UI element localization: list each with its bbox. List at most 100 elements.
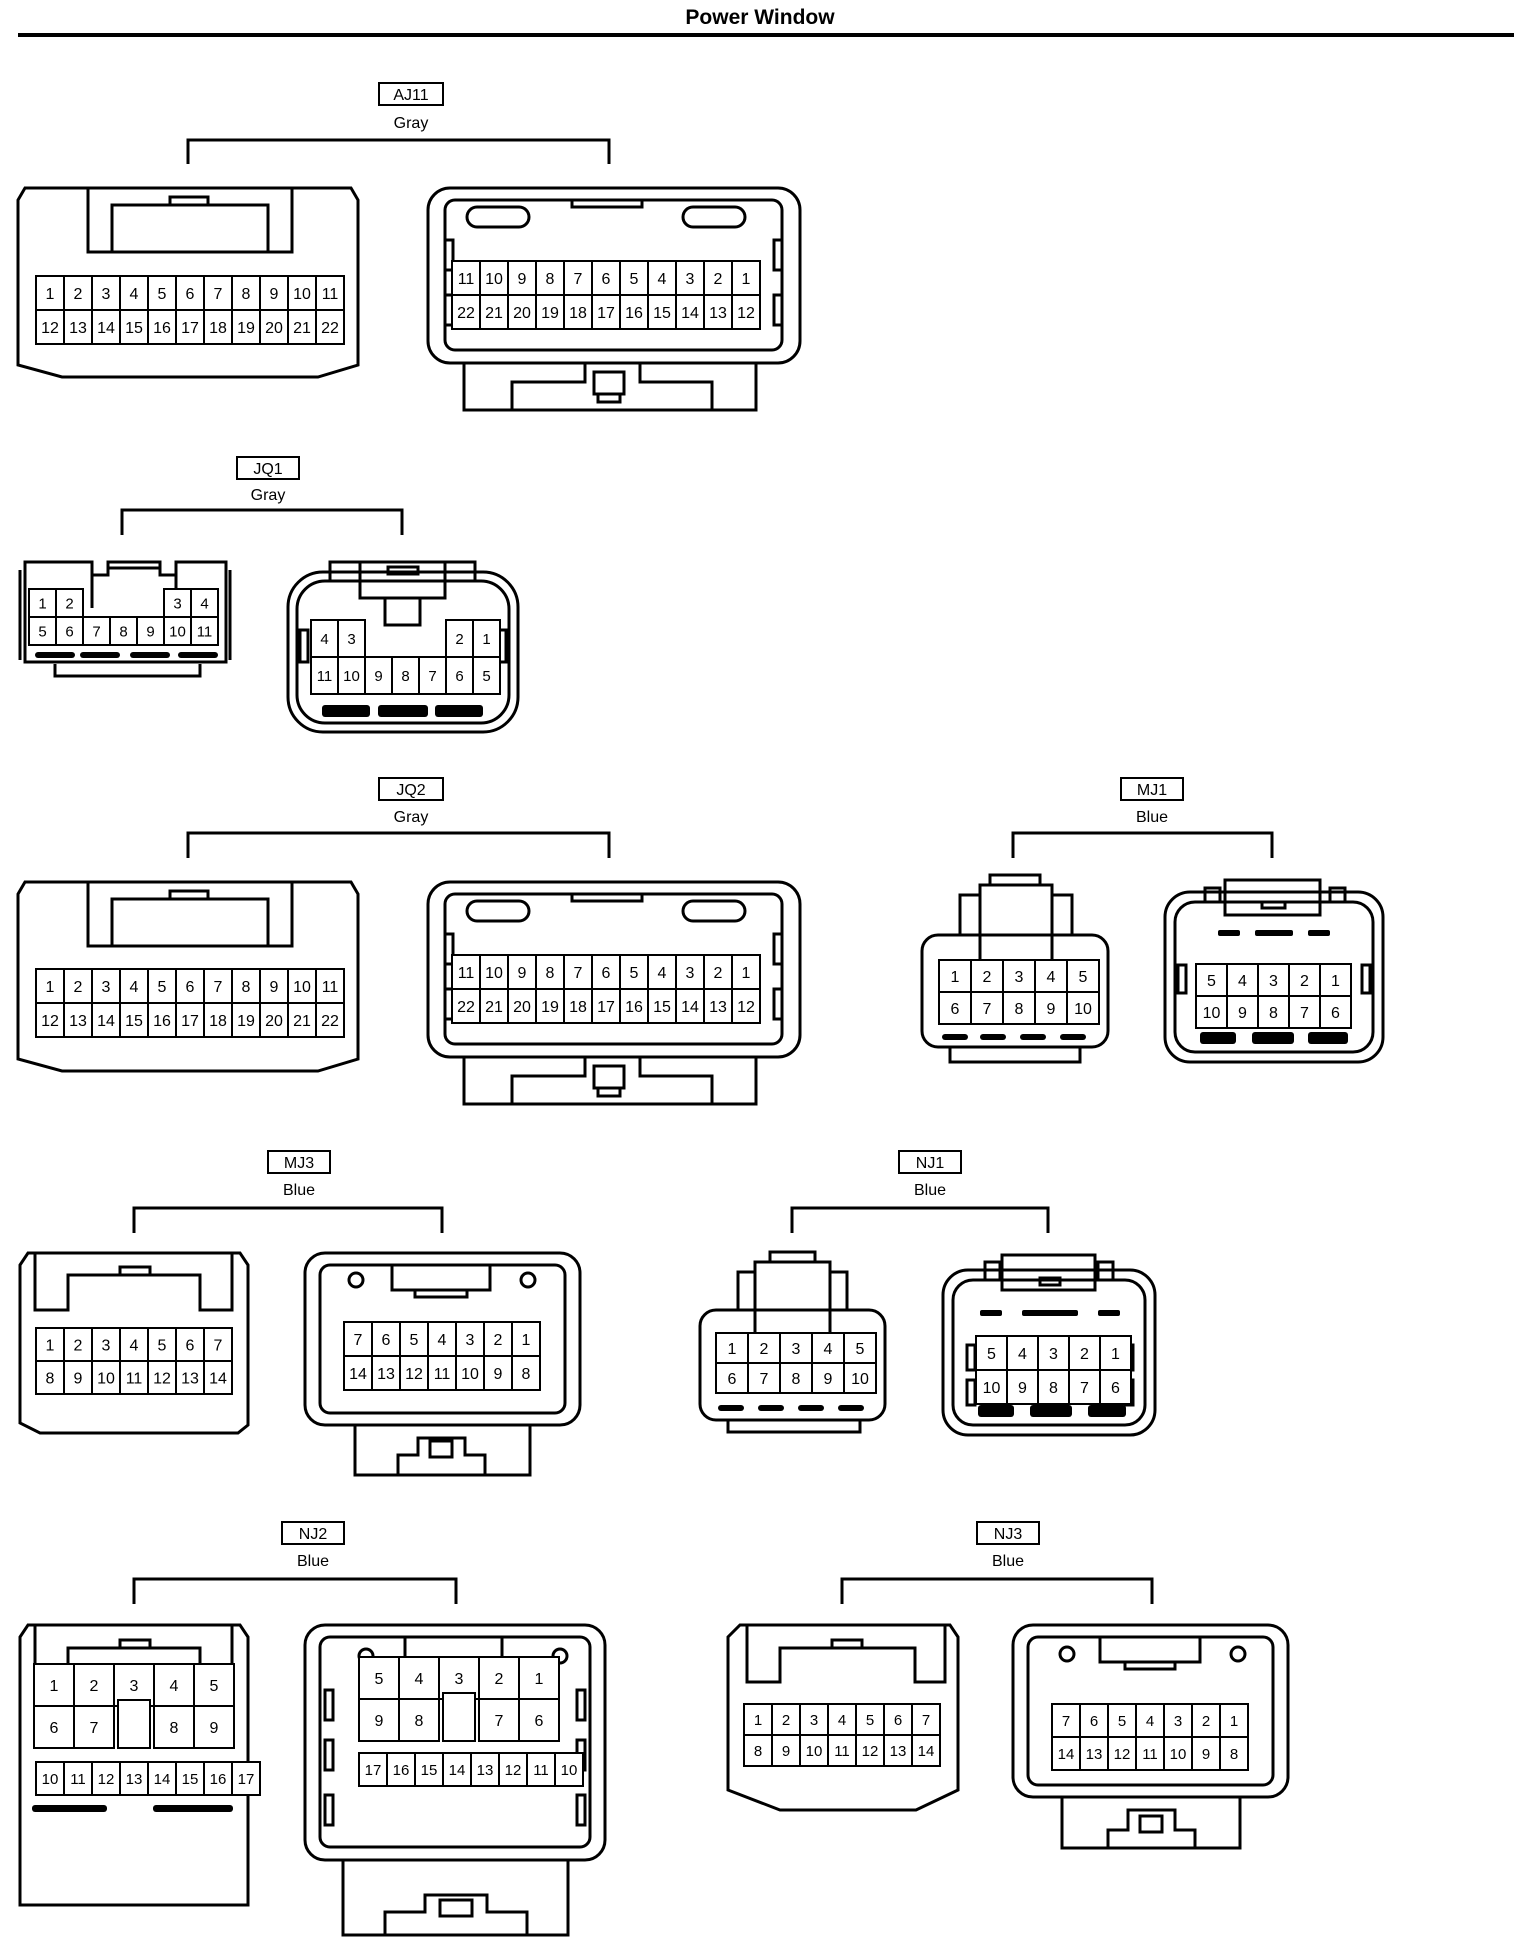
pin-number: 15 bbox=[653, 305, 671, 322]
pin-cell bbox=[715, 1362, 749, 1394]
pin-cell bbox=[619, 260, 649, 296]
pin-number: 8 bbox=[792, 1371, 801, 1388]
pin-number: 11 bbox=[834, 1743, 850, 1760]
pin-cell bbox=[63, 309, 93, 345]
pin-number: 9 bbox=[1018, 1380, 1027, 1397]
pin-number: 3 bbox=[686, 271, 695, 288]
pin-number: 12 bbox=[405, 1366, 423, 1383]
pin-cell bbox=[35, 1002, 65, 1038]
pin-number: 20 bbox=[513, 305, 531, 322]
pin-cell bbox=[743, 1734, 773, 1767]
pin-number: 7 bbox=[1300, 1005, 1309, 1022]
pin-cell bbox=[526, 1752, 556, 1787]
pin-cell bbox=[315, 968, 345, 1004]
pin-cell bbox=[63, 1002, 93, 1038]
pin-number: 13 bbox=[709, 999, 727, 1016]
pin-cell bbox=[827, 1734, 857, 1767]
pin-cell bbox=[507, 988, 537, 1024]
pin-number: 13 bbox=[377, 1366, 395, 1383]
pin-cell bbox=[231, 1761, 261, 1796]
pin-cell bbox=[1051, 1736, 1081, 1771]
pin-cell bbox=[35, 1360, 65, 1395]
pin-cell bbox=[147, 968, 177, 1004]
pin-number: 1 bbox=[50, 1678, 59, 1695]
pin-number: 10 bbox=[343, 668, 360, 685]
pin-number: 3 bbox=[102, 1337, 111, 1354]
pin-number: 4 bbox=[415, 1671, 424, 1688]
pin-number: 3 bbox=[810, 1712, 818, 1729]
pin-number: 4 bbox=[200, 595, 208, 612]
pin-number: 17 bbox=[597, 305, 615, 322]
pin-cell bbox=[591, 988, 621, 1024]
pin-number: 5 bbox=[1079, 969, 1088, 986]
pin-number: 10 bbox=[1170, 1746, 1187, 1763]
pin-number: 3 bbox=[102, 286, 111, 303]
pin-number: 2 bbox=[760, 1341, 769, 1358]
pin-cell bbox=[358, 1698, 400, 1742]
pin-number: 6 bbox=[50, 1720, 59, 1737]
pin-number: 4 bbox=[658, 965, 667, 982]
pin-number: 1 bbox=[46, 979, 55, 996]
pin-number: 1 bbox=[728, 1341, 737, 1358]
pin-number: 5 bbox=[482, 668, 490, 685]
pin-number: 12 bbox=[153, 1370, 171, 1387]
connector-id-label: NJ1 bbox=[898, 1150, 962, 1174]
pin-number: 18 bbox=[569, 305, 587, 322]
pin-number: 8 bbox=[242, 979, 251, 996]
pin-number: 18 bbox=[209, 320, 227, 337]
pin-cell bbox=[109, 616, 138, 646]
pin-cell bbox=[371, 1355, 401, 1391]
pin-number: 15 bbox=[125, 1013, 143, 1030]
pin-number: 5 bbox=[987, 1346, 996, 1363]
pin-number: 22 bbox=[457, 305, 475, 322]
pin-cell bbox=[479, 294, 509, 330]
pin-cell bbox=[153, 1663, 195, 1707]
pin-number: 16 bbox=[153, 320, 171, 337]
pin-cell bbox=[175, 968, 205, 1004]
pin-number: 9 bbox=[824, 1371, 833, 1388]
pin-number: 9 bbox=[374, 668, 382, 685]
page-title: Power Window bbox=[685, 6, 835, 29]
pin-number: 17 bbox=[181, 320, 199, 337]
pin-number: 8 bbox=[1230, 1746, 1238, 1763]
pin-number: 20 bbox=[265, 1013, 283, 1030]
pin-cell bbox=[315, 309, 345, 345]
pin-number: 9 bbox=[1238, 1005, 1247, 1022]
connector-id-label: NJ2 bbox=[281, 1521, 345, 1545]
pin-cell bbox=[414, 1752, 444, 1787]
pin-number: 22 bbox=[457, 999, 475, 1016]
pin-number: 2 bbox=[714, 271, 723, 288]
pin-number: 14 bbox=[97, 320, 115, 337]
pin-number: 10 bbox=[97, 1370, 115, 1387]
pin-number: 7 bbox=[495, 1713, 504, 1730]
pin-number: 3 bbox=[686, 965, 695, 982]
pin-number: 9 bbox=[782, 1743, 790, 1760]
pin-number: 8 bbox=[46, 1370, 55, 1387]
pin-number: 3 bbox=[1015, 969, 1024, 986]
pin-number: 15 bbox=[125, 320, 143, 337]
pin-number: 7 bbox=[214, 979, 223, 996]
connector-id-label: JQ1 bbox=[236, 456, 300, 480]
pin-number: 8 bbox=[546, 271, 555, 288]
connector-color-label: Blue bbox=[913, 1182, 947, 1199]
pin-cell bbox=[511, 1355, 541, 1391]
pin-number: 2 bbox=[1300, 973, 1309, 990]
pin-number: 8 bbox=[754, 1743, 762, 1760]
pin-number: 3 bbox=[792, 1341, 801, 1358]
pin-number: 11 bbox=[126, 1370, 143, 1387]
pin-number: 4 bbox=[824, 1341, 833, 1358]
connector-id-label: JQ2 bbox=[378, 777, 444, 801]
pin-cell bbox=[563, 988, 593, 1024]
pin-cell bbox=[371, 1321, 401, 1357]
connector-id-label: NJ3 bbox=[976, 1521, 1040, 1545]
pin-number: 10 bbox=[1203, 1005, 1221, 1022]
pin-cell bbox=[518, 1656, 560, 1700]
pin-number: 16 bbox=[153, 1013, 171, 1030]
pin-cell bbox=[399, 1321, 429, 1357]
connector-id-label: MJ3 bbox=[267, 1150, 331, 1174]
pin-cell bbox=[190, 616, 219, 646]
pin-number: 2 bbox=[983, 969, 992, 986]
pin-number: 12 bbox=[862, 1743, 879, 1760]
pin-cell bbox=[855, 1703, 885, 1736]
pin-number: 8 bbox=[1269, 1005, 1278, 1022]
